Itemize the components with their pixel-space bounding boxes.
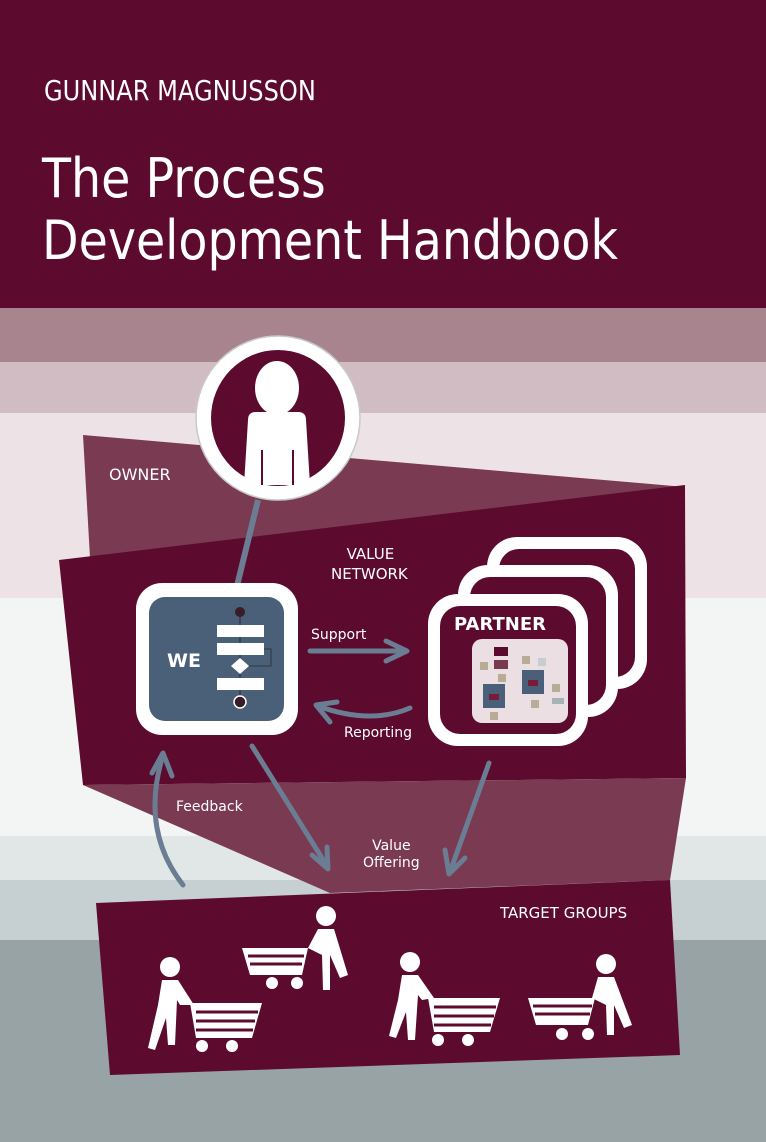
title-line-2: Development Handbook [42, 209, 618, 272]
value-offering-flap [83, 778, 686, 893]
shopping-cart-person-icon [148, 906, 632, 1052]
feedback-arrow [149, 750, 186, 888]
value-offering-arrow-right [442, 760, 492, 877]
title-line-1: The Process [42, 147, 326, 210]
feedback-label: Feedback [176, 799, 243, 815]
value-offering-label: Value Offering [363, 838, 420, 872]
book-title: The Process Development Handbook [42, 148, 618, 272]
target-groups-label: TARGET GROUPS [500, 904, 628, 922]
band-1 [0, 308, 766, 362]
value-network-line-1: VALUE [346, 545, 395, 563]
header-panel [0, 0, 766, 308]
value-offering-line-2: Offering [363, 855, 420, 871]
value-offering-arrow-left [249, 743, 331, 872]
support-label: Support [311, 627, 367, 643]
reporting-arrow [313, 699, 413, 725]
value-network-label: VALUE NETWORK [331, 544, 408, 584]
author-name: GUNNAR MAGNUSSON [44, 74, 316, 107]
partner-label: PARTNER [454, 614, 547, 635]
value-network-line-2: NETWORK [331, 565, 408, 583]
band-2 [0, 362, 766, 413]
reporting-label: Reporting [344, 725, 413, 741]
owner-connector [233, 499, 261, 591]
person-icon [195, 335, 361, 501]
we-label: WE [167, 650, 201, 672]
support-arrow [307, 638, 410, 664]
partner-diagram-icon [428, 537, 647, 746]
value-offering-line-1: Value [372, 838, 411, 854]
process-flow-icon [136, 583, 298, 735]
owner-label: OWNER [109, 465, 171, 484]
